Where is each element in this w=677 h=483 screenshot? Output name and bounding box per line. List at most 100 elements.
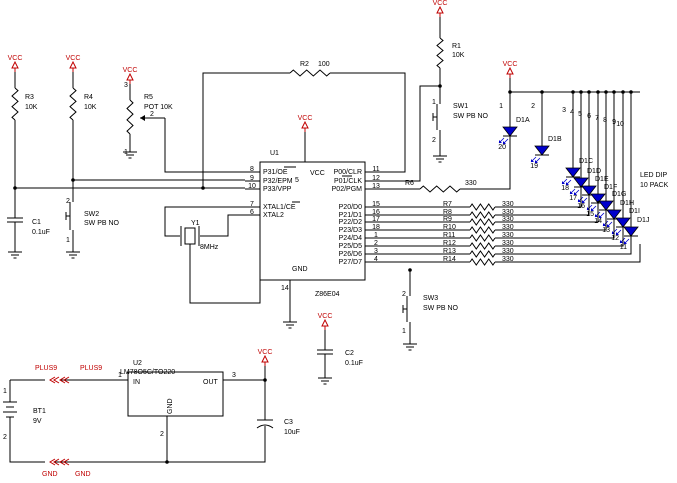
pin-number: 10 [248, 183, 256, 190]
wire [495, 227, 624, 247]
junction-dot [571, 90, 575, 94]
led-pin-top: 6 [587, 113, 591, 120]
connector-chevron-icon [59, 458, 70, 466]
resistor-zigzag [469, 218, 496, 226]
led-diode-icon [530, 145, 550, 164]
vcc-symbol: VCC [298, 115, 312, 132]
wire [200, 214, 245, 237]
led-triangle [590, 193, 606, 204]
led-triangle [573, 177, 589, 188]
vcc-label: VCC [503, 61, 518, 68]
vcc-label: VCC [66, 55, 81, 62]
resistor-ref: R11 [443, 232, 455, 239]
led-pin-bottom: 11 [620, 244, 627, 251]
wire [495, 218, 615, 239]
resistor-value: 330 [502, 209, 514, 216]
led-ray-head [578, 199, 581, 202]
net-connectors [49, 376, 70, 466]
r2-value: 100 [318, 61, 330, 68]
resistor-zigzag [469, 242, 496, 250]
led-ref: D1A [516, 117, 530, 124]
vcc-label: VCC [123, 67, 138, 74]
ground-bars [66, 251, 80, 259]
u2-out-num: 3 [232, 372, 236, 379]
resistor-r10: R10 330 [365, 210, 607, 234]
u2-part: LM78O5C/TO220 [120, 369, 175, 376]
led-ray-head [603, 223, 606, 226]
r4-value: 10K [84, 104, 97, 111]
connector-chevron-icon [49, 458, 60, 466]
resistor-zigzag [469, 234, 496, 242]
pin-name: P22/D2 [339, 219, 362, 226]
crystal-body [184, 227, 196, 245]
ground-bars [318, 377, 332, 385]
pin-number: 9 [250, 175, 254, 182]
wire [9, 417, 45, 463]
sw3-pin1: 1 [402, 328, 406, 335]
led-ray-head [607, 224, 610, 227]
resistor-zigzag [469, 211, 496, 219]
pin-name: P32/EPM [263, 178, 293, 185]
resistor-zigzag [289, 69, 331, 77]
led-ref: D1F [604, 184, 617, 191]
pin-number: 13 [372, 183, 380, 190]
resistor-ref: R10 [443, 224, 456, 231]
r5-ref: R5 [144, 94, 153, 101]
switch-button [432, 113, 437, 121]
u2-out-name: OUT [203, 379, 219, 386]
led-pin-bottom: 12 [611, 235, 619, 242]
regulator-body [127, 371, 224, 417]
ground-icon [8, 248, 22, 259]
led-ray-head [582, 200, 585, 203]
r5-value: POT 10K [144, 104, 173, 111]
ground-icon [283, 318, 297, 329]
bt1-value: 9V [33, 418, 42, 425]
u2-ref: U2 [133, 360, 142, 367]
led-ray-head [595, 214, 598, 217]
ground-bars [403, 343, 417, 351]
pin-name: P02/PGM [332, 186, 363, 193]
led-pin-bottom: 18 [561, 185, 569, 192]
led-ray-head [503, 141, 506, 144]
c3-value: 10uF [284, 429, 300, 436]
led-ray-head [616, 232, 619, 235]
pin-name: P25/D5 [339, 243, 362, 250]
junction-dot [604, 90, 608, 94]
led-pack-d1: D1A120D1B219D1C318D1D417D1E516D1F615D1G7… [498, 78, 669, 251]
resistor-zigzag [469, 250, 496, 258]
junction-dot [621, 90, 625, 94]
led-pin-top: 10 [616, 121, 624, 128]
pin-name: P00/CLR [334, 169, 362, 176]
connector-chevron-icon [49, 376, 60, 384]
r6-value: 330 [465, 180, 477, 187]
led-triangle [615, 217, 631, 228]
resistor-ref: R14 [443, 256, 456, 263]
wire [202, 72, 290, 188]
pin-number: 12 [372, 175, 380, 182]
pin-name: P31/OE [263, 169, 288, 176]
junction-dot [438, 84, 442, 88]
pin-name: VCC [310, 170, 325, 177]
vcc-arrow-icon [321, 318, 329, 327]
led-triangle [623, 226, 639, 237]
pin-number: 14 [281, 285, 289, 292]
r5-pin3: 3 [124, 82, 128, 89]
led-pin-top: 2 [531, 103, 535, 110]
led-triangle [502, 126, 518, 137]
resistor-ref: R13 [443, 248, 456, 255]
pin-name: P21/D1 [339, 212, 362, 219]
led-ray-head [570, 191, 573, 194]
wire [495, 186, 582, 208]
ground-icon [433, 152, 447, 163]
led-ray-head [599, 215, 602, 218]
